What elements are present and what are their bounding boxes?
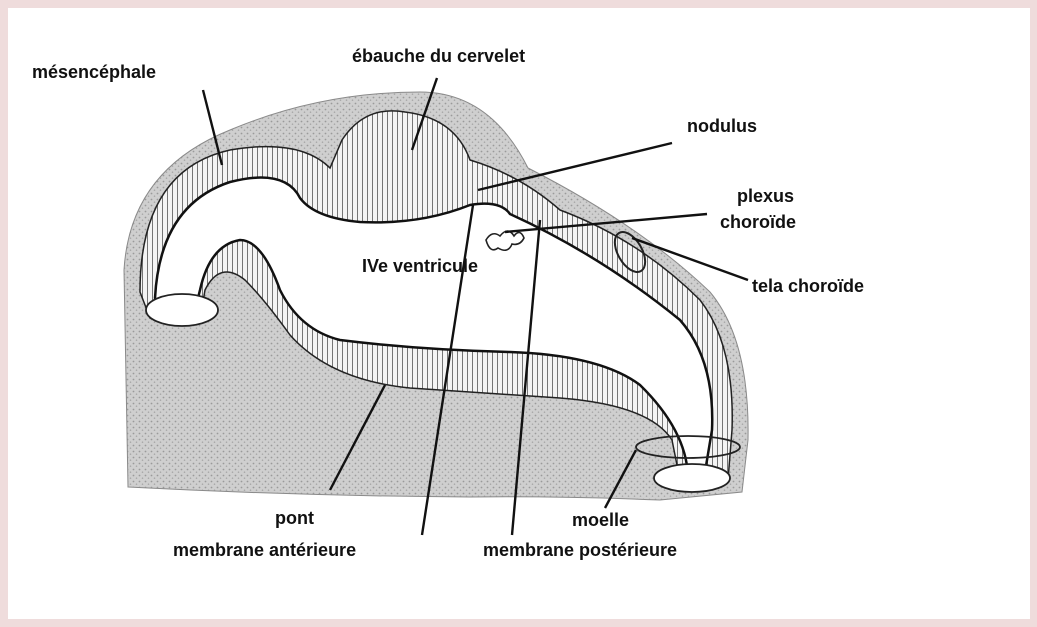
label-ventricule: IVe ventricule bbox=[362, 256, 478, 276]
label-plexus-line2: choroïde bbox=[720, 212, 796, 232]
label-tela-choroide: tela choroïde bbox=[752, 276, 864, 296]
moelle-opening bbox=[654, 464, 730, 492]
label-membrane-anterieure: membrane antérieure bbox=[173, 540, 356, 560]
label-pont: pont bbox=[275, 508, 314, 528]
label-mesencephale: mésencéphale bbox=[32, 62, 156, 82]
mesencephale-opening bbox=[146, 294, 218, 326]
label-moelle: moelle bbox=[572, 510, 629, 530]
label-ebauche-cervelet: ébauche du cervelet bbox=[352, 46, 525, 66]
label-nodulus: nodulus bbox=[687, 116, 757, 136]
label-membrane-posterieure: membrane postérieure bbox=[483, 540, 677, 560]
label-plexus-line1: plexus bbox=[737, 186, 794, 206]
